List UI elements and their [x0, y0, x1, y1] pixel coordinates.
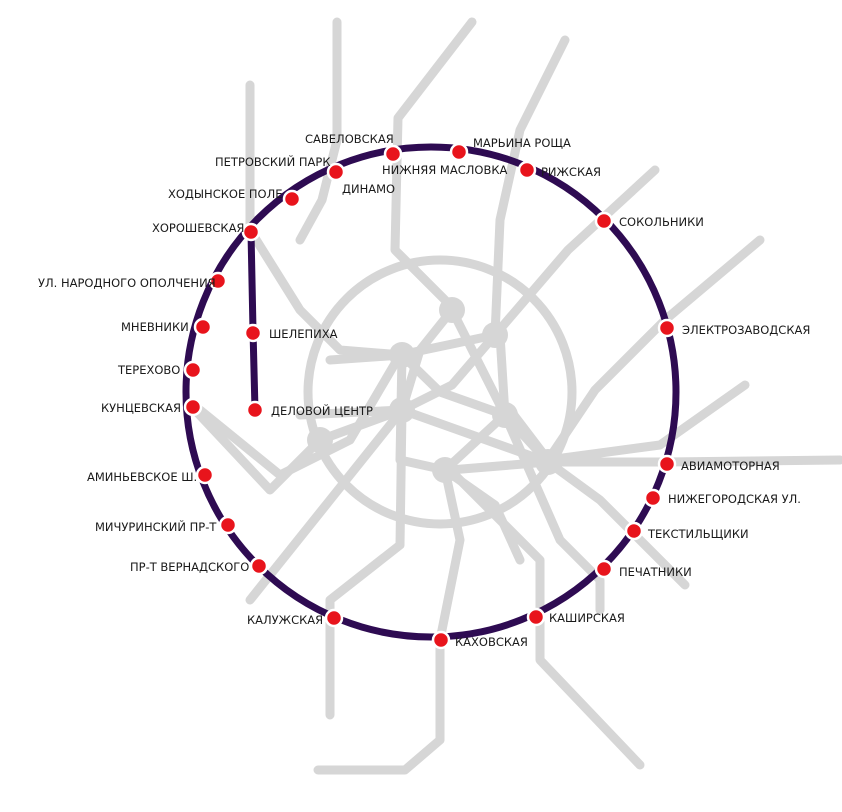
bg-circle-line: [303, 255, 577, 529]
station-aviamotornaya[interactable]: [657, 454, 677, 474]
bg-line-k: [495, 330, 605, 615]
big-circle-ring: [182, 143, 680, 641]
station-kaluzhskaya[interactable]: [324, 608, 344, 628]
label-michurinsky: МИЧУРИНСКИЙ ПР-Т: [95, 519, 217, 534]
bg-line-b: [245, 80, 407, 360]
label-tekstilshchiki: ТЕКСТИЛЬЩИКИ: [647, 527, 749, 541]
label-kaluzhskaya: КАЛУЖСКАЯ: [247, 613, 323, 627]
bg-node: [389, 397, 415, 423]
label-pechatniki: ПЕЧАТНИКИ: [619, 565, 692, 579]
bg-node: [535, 449, 561, 475]
bg-line-f: [543, 235, 765, 465]
label-nizhnyaya-maslovka: НИЖНЯЯ МАСЛОВКА: [382, 163, 507, 177]
stations: [183, 142, 677, 650]
station-savelovskaya[interactable]: [383, 144, 403, 164]
station-aminyevskoye[interactable]: [195, 465, 215, 485]
station-elektrozavodskaya[interactable]: [657, 318, 677, 338]
label-khoroshevskaya: ХОРОШЕВСКАЯ: [152, 221, 244, 235]
bg-line-q: [325, 350, 510, 420]
station-mnevniki[interactable]: [193, 317, 213, 337]
label-shelepikha: ШЕЛЕПИХА: [269, 327, 338, 341]
shelepikha-branch: [247, 228, 259, 414]
bg-node: [492, 402, 518, 428]
label-elektrozavodskaya: ЭЛЕКТРОЗАВОДСКАЯ: [682, 323, 810, 337]
bg-line-a: [295, 17, 342, 245]
bg-node: [439, 297, 465, 323]
label-narodnogo-opolcheniya: УЛ. НАРОДНОГО ОПОЛЧЕНИЯ: [38, 276, 216, 290]
bg-line-p: [195, 330, 500, 480]
label-delovoy-tsentr: ДЕЛОВОЙ ЦЕНТР: [271, 403, 373, 418]
label-kashirskaya: КАШИРСКАЯ: [549, 611, 625, 625]
label-aminyevskoye: АМИНЬЕВСКОЕ Ш.: [87, 470, 197, 484]
bg-line-d: [490, 35, 570, 340]
station-khodynskoye-pole[interactable]: [282, 189, 302, 209]
bg-line-h: [445, 455, 842, 475]
label-dinamo: ДИНАМО: [342, 182, 395, 196]
bg-line-l: [325, 405, 407, 720]
station-narodnogo-opolcheniya[interactable]: [208, 271, 228, 291]
label-mnevniki: МНЕВНИКИ: [121, 320, 189, 334]
label-kuntsevskaya: КУНЦЕВСКАЯ: [101, 401, 181, 415]
station-terekhovo[interactable]: [183, 360, 203, 380]
bg-node: [307, 427, 333, 453]
background-metro-network: [190, 17, 842, 775]
station-tekstilshchiki[interactable]: [624, 521, 644, 541]
station-rizhskaya[interactable]: [517, 160, 537, 180]
label-rizhskaya: РИЖСКАЯ: [541, 165, 601, 179]
label-nizhegorodskaya: НИЖЕГОРОДСКАЯ УЛ.: [668, 492, 801, 506]
label-petrovsky-park: ПЕТРОВСКИЙ ПАРК: [215, 154, 330, 169]
label-vernadskogo: ПР-Т ВЕРНАДСКОГО: [130, 560, 249, 574]
bg-line-i: [543, 457, 690, 590]
station-labels: САВЕЛОВСКАЯ МАРЬИНА РОЩА ПЕТРОВСКИЙ ПАРК…: [38, 132, 810, 649]
station-kashirskaya[interactable]: [526, 607, 546, 627]
station-khoroshevskaya[interactable]: [241, 222, 261, 242]
station-vernadskogo[interactable]: [249, 556, 269, 576]
station-michurinsky[interactable]: [218, 515, 238, 535]
station-delovoy-tsentr[interactable]: [245, 400, 265, 420]
station-nizhegorodskaya[interactable]: [643, 488, 663, 508]
label-kakhovskaya: КАХОВСКАЯ: [455, 635, 528, 649]
label-aviamotornaya: АВИАМОТОРНАЯ: [681, 459, 780, 473]
station-kuntsevskaya[interactable]: [183, 397, 203, 417]
label-maryina-roshcha: МАРЬИНА РОЩА: [473, 136, 571, 150]
station-maryina-roshcha[interactable]: [449, 142, 469, 162]
bg-node: [482, 322, 508, 348]
bg-node: [432, 457, 458, 483]
bg-line-m: [313, 465, 465, 775]
station-kakhovskaya[interactable]: [431, 630, 451, 650]
station-petrovsky-park[interactable]: [326, 162, 346, 182]
label-khodynskoye-pole: ХОДЫНСКОЕ ПОЛЕ: [168, 187, 283, 201]
station-pechatniki[interactable]: [594, 559, 614, 579]
station-sokolniki[interactable]: [594, 211, 614, 231]
station-shelepikha[interactable]: [243, 323, 263, 343]
bg-node: [389, 342, 415, 368]
label-sokolniki: СОКОЛЬНИКИ: [619, 215, 704, 229]
label-terekhovo: ТЕРЕХОВО: [117, 363, 180, 377]
label-savelovskaya: САВЕЛОВСКАЯ: [305, 132, 394, 146]
